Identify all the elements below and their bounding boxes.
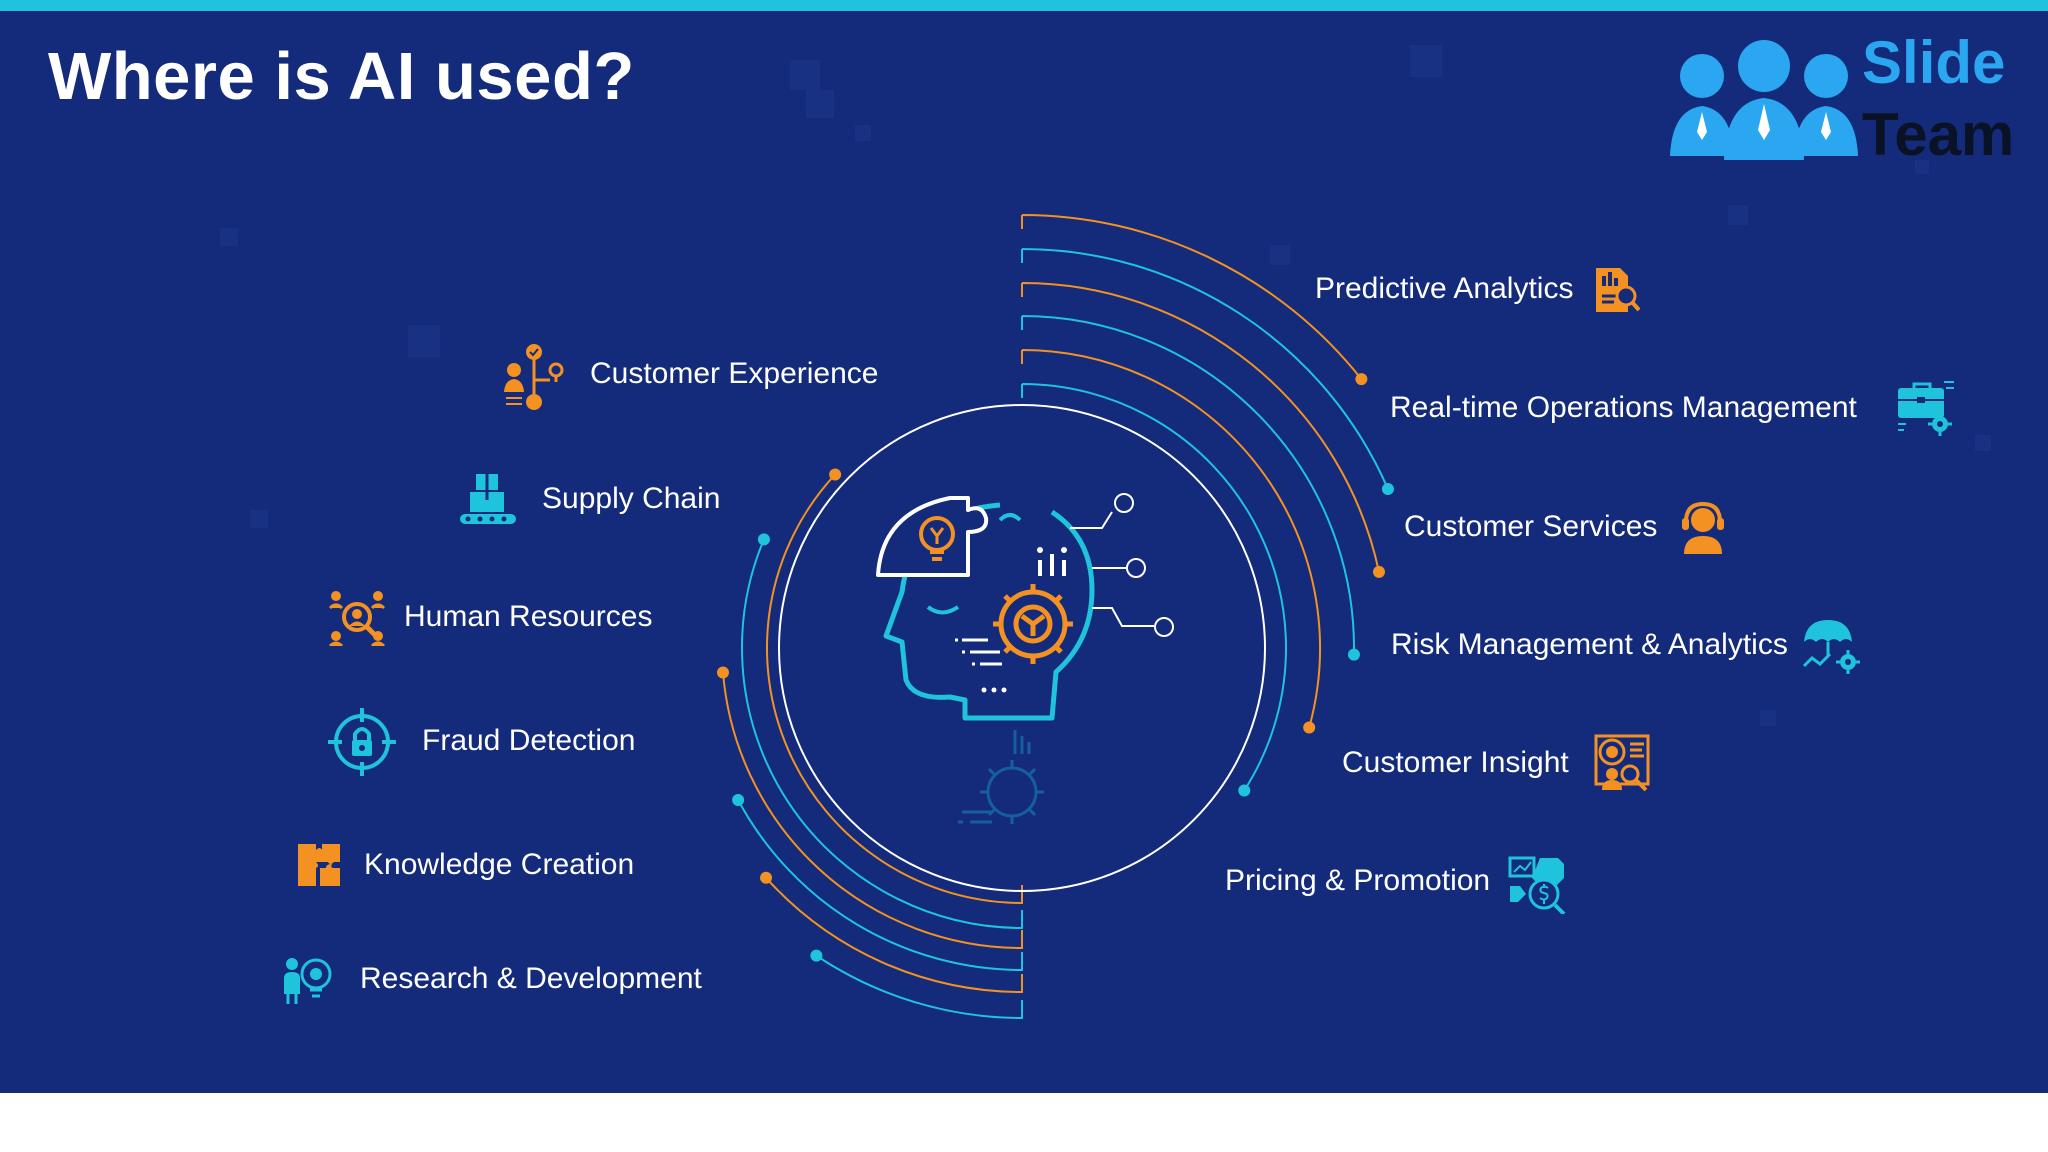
label-predictive-analytics: Predictive Analytics bbox=[1315, 272, 1574, 305]
risk-management-icon bbox=[1802, 620, 1860, 674]
label-supply-chain: Supply Chain bbox=[542, 482, 721, 515]
top-accent-bar bbox=[0, 0, 2048, 11]
bg-square bbox=[1270, 245, 1290, 265]
label-human-resources: Human Resources bbox=[404, 600, 653, 633]
connector-dot bbox=[1355, 373, 1368, 386]
ai-diagram bbox=[716, 214, 1394, 1020]
bg-square bbox=[806, 90, 834, 118]
human-resources-icon bbox=[328, 591, 386, 646]
connector-dot bbox=[760, 871, 773, 884]
page-title: Where is AI used? bbox=[48, 39, 635, 114]
bg-square bbox=[1760, 710, 1776, 726]
arc-right bbox=[1021, 383, 1287, 792]
bg-square bbox=[1410, 45, 1442, 77]
arc-right bbox=[1021, 248, 1389, 490]
connector-dot bbox=[732, 793, 745, 806]
bg-square bbox=[220, 228, 238, 246]
connector-dot bbox=[757, 533, 770, 546]
logo-word-team: Team bbox=[1862, 101, 2015, 168]
label-pricing-promotion: Pricing & Promotion bbox=[1225, 864, 1491, 897]
ai-head-icon bbox=[876, 493, 1174, 824]
label-knowledge-creation: Knowledge Creation bbox=[364, 848, 635, 881]
fraud-detection-icon bbox=[328, 708, 396, 776]
slideteam-logo-icon bbox=[1670, 40, 1858, 160]
arc-left bbox=[737, 799, 1023, 972]
customer-insight-icon bbox=[1594, 734, 1650, 792]
arc-left bbox=[815, 954, 1023, 1020]
connector-dot bbox=[810, 949, 823, 962]
connector-dot bbox=[716, 666, 729, 679]
arc-right bbox=[1021, 214, 1363, 380]
pricing-promotion-icon bbox=[1508, 856, 1566, 914]
label-customer-insight: Customer Insight bbox=[1342, 746, 1569, 779]
label-risk-management: Risk Management & Analytics bbox=[1391, 628, 1788, 661]
supply-chain-icon bbox=[460, 474, 516, 524]
arc-left bbox=[766, 473, 1023, 905]
slide: Where is AI used? Slide Team bbox=[0, 0, 2048, 1093]
operations-management-icon bbox=[1898, 381, 1954, 436]
bg-square bbox=[250, 510, 268, 528]
bg-square bbox=[1915, 160, 1929, 174]
arc-right bbox=[1021, 282, 1380, 573]
customer-experience-icon bbox=[504, 344, 564, 410]
label-research-development: Research & Development bbox=[360, 962, 702, 995]
bg-square bbox=[1975, 435, 1991, 451]
label-customer-experience: Customer Experience bbox=[590, 357, 879, 390]
logo-word-slide: Slide bbox=[1862, 29, 2006, 96]
arc-left bbox=[722, 672, 1023, 950]
bg-square bbox=[408, 325, 440, 357]
predictive-analytics-icon bbox=[1596, 268, 1640, 312]
bg-square bbox=[1728, 205, 1748, 225]
arc-connectors bbox=[716, 214, 1394, 1020]
central-circle bbox=[778, 404, 1266, 892]
arc-left bbox=[741, 538, 1023, 930]
knowledge-creation-icon bbox=[298, 844, 340, 886]
connector-dot bbox=[1372, 565, 1385, 578]
connector-dot bbox=[829, 468, 842, 481]
connector-dot bbox=[1347, 648, 1360, 661]
label-realtime-operations: Real-time Operations Management bbox=[1390, 391, 1857, 424]
arc-left bbox=[765, 877, 1023, 994]
arc-right bbox=[1021, 315, 1355, 655]
connector-dot bbox=[1303, 721, 1316, 734]
connector-dot bbox=[1381, 482, 1394, 495]
label-customer-services: Customer Services bbox=[1404, 510, 1658, 543]
research-development-icon bbox=[284, 958, 332, 1004]
bg-square bbox=[855, 125, 871, 141]
label-fraud-detection: Fraud Detection bbox=[422, 724, 636, 757]
customer-services-icon bbox=[1682, 502, 1724, 554]
connector-dot bbox=[1238, 784, 1251, 797]
bg-square bbox=[790, 60, 820, 90]
arc-right bbox=[1021, 349, 1321, 728]
